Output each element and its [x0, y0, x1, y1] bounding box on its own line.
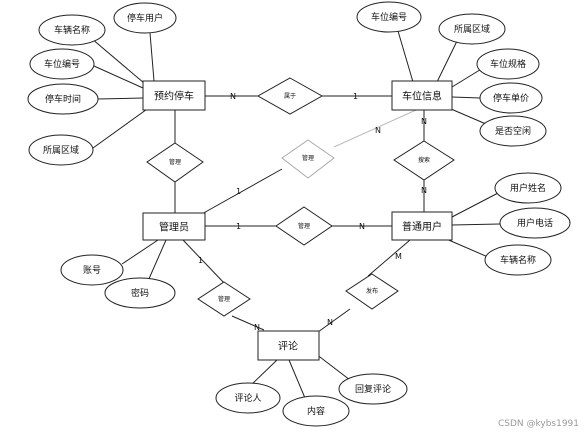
relation-admin-user: 管理 [275, 206, 333, 246]
edge-post-comment [317, 308, 351, 333]
attr-label: 是否空闲 [495, 125, 531, 137]
edge-publish-spot [333, 109, 417, 148]
attr-label: 车位规格 [490, 58, 526, 70]
relation-admin-booking: 管理 [146, 142, 204, 183]
attr-user-vehicle: 车辆名称 [484, 244, 552, 276]
entity-label: 车位信息 [402, 90, 442, 103]
attr-spot-spec: 车位规格 [476, 48, 540, 80]
edge-user-vehicle [443, 237, 489, 258]
cardinalities: N 1 N 1 N N 1 N 1 N M N [198, 92, 427, 332]
attr-comment-reply: 回复评论 [338, 373, 408, 405]
attr-label: 车辆名称 [54, 24, 90, 36]
relation-admin-comment: 管理 [197, 281, 251, 317]
relation-search: 搜索 [393, 140, 455, 181]
edge-spot-area [436, 38, 459, 83]
attr-label: 用户姓名 [510, 182, 546, 194]
relation-publish: 管理 [281, 139, 335, 179]
cardinality-label: 1 [236, 222, 241, 231]
relation-label: 管理 [169, 158, 181, 166]
entity-parking-booking: 预约停车 [142, 80, 206, 111]
attr-admin-account: 账号 [60, 254, 124, 286]
edge-comment-author [249, 359, 278, 387]
attr-label: 车位编号 [371, 11, 407, 23]
attr-user-name: 用户姓名 [494, 172, 562, 204]
relation-post: 发布 [345, 273, 399, 310]
attr-spot-price: 停车单价 [479, 82, 543, 114]
relation-label: 管理 [298, 222, 310, 230]
cardinality-label: N [230, 92, 236, 101]
attr-label: 车位编号 [44, 58, 80, 70]
attr-label: 停车单价 [493, 92, 529, 104]
watermark-text: CSDN @kybs1991 [497, 419, 579, 429]
relation-label: 发布 [366, 287, 378, 295]
attr-label: 停车用户 [127, 12, 163, 24]
edge-spot-spec [451, 67, 484, 88]
edge-user-name [451, 191, 501, 218]
entity-spot-info: 车位信息 [391, 80, 453, 111]
cardinality-label: N [421, 186, 427, 195]
attr-booking-area: 所属区域 [28, 134, 94, 166]
entity-comment: 评论 [257, 330, 320, 361]
relation-label: 管理 [302, 154, 314, 162]
edge-spot-no [397, 30, 414, 83]
attr-label: 账号 [83, 265, 101, 276]
cardinality-label: 1 [198, 256, 203, 265]
entity-label: 管理员 [159, 221, 189, 234]
attr-spot-vacant: 是否空闲 [479, 115, 547, 147]
attr-label: 所属区域 [43, 144, 79, 156]
entity-label: 评论 [278, 340, 298, 353]
edge-admin-publish [199, 168, 283, 216]
entity-admin: 管理员 [142, 212, 206, 241]
attr-booking-spot-no: 车位编号 [29, 48, 95, 80]
edge-booking-time [97, 97, 144, 100]
edge-user-post [367, 239, 411, 277]
edge-user-phone [451, 223, 501, 226]
attr-label: 所属区域 [454, 23, 490, 35]
attr-label: 内容 [307, 405, 325, 417]
entity-label: 普通用户 [402, 220, 442, 233]
attr-label: 回复评论 [355, 383, 391, 395]
edge-admin-account [121, 239, 159, 265]
attr-spot-area: 所属区域 [438, 13, 506, 45]
attr-booking-user: 停车用户 [113, 2, 177, 34]
entity-user: 普通用户 [391, 211, 453, 241]
entity-label: 预约停车 [154, 90, 194, 103]
edge-comment-content [288, 359, 306, 399]
attr-booking-vehicle: 车辆名称 [38, 14, 106, 46]
edge-admin-password [147, 239, 167, 282]
relation-label: 搜索 [418, 156, 430, 164]
attr-comment-author: 评论人 [215, 382, 281, 414]
attr-label: 车辆名称 [500, 254, 536, 266]
cardinality-label: N [375, 126, 381, 135]
attr-label: 评论人 [234, 392, 261, 404]
cardinality-label: M [395, 252, 402, 261]
attr-label: 停车时间 [45, 93, 81, 105]
attr-user-phone: 用户电话 [499, 207, 571, 239]
edge-booking-spotno [93, 65, 144, 89]
edge-comment-reply [315, 353, 351, 381]
edge-commentrel-comment [231, 315, 265, 331]
attr-label: 用户电话 [517, 217, 553, 229]
cardinality-label: 1 [236, 187, 241, 196]
edge-spot-price [451, 96, 481, 99]
cardinality-label: N [359, 222, 365, 231]
attr-comment-content: 内容 [282, 395, 350, 427]
edge-booking-user [149, 32, 155, 82]
relation-belongs: 属于 [256, 77, 324, 115]
cardinality-label: 1 [353, 92, 358, 101]
relation-label: 管理 [218, 295, 230, 303]
attr-admin-password: 密码 [104, 277, 176, 309]
attr-label: 密码 [131, 287, 149, 299]
attr-booking-time: 停车时间 [27, 83, 99, 115]
edge-booking-area [92, 106, 151, 149]
cardinality-label: N [421, 117, 427, 126]
cardinality-label: N [254, 323, 260, 332]
cardinality-label: N [327, 318, 333, 327]
edge-admin-commentrel [182, 239, 227, 286]
attr-spot-no: 车位编号 [356, 1, 422, 33]
relation-label: 属于 [284, 93, 296, 100]
